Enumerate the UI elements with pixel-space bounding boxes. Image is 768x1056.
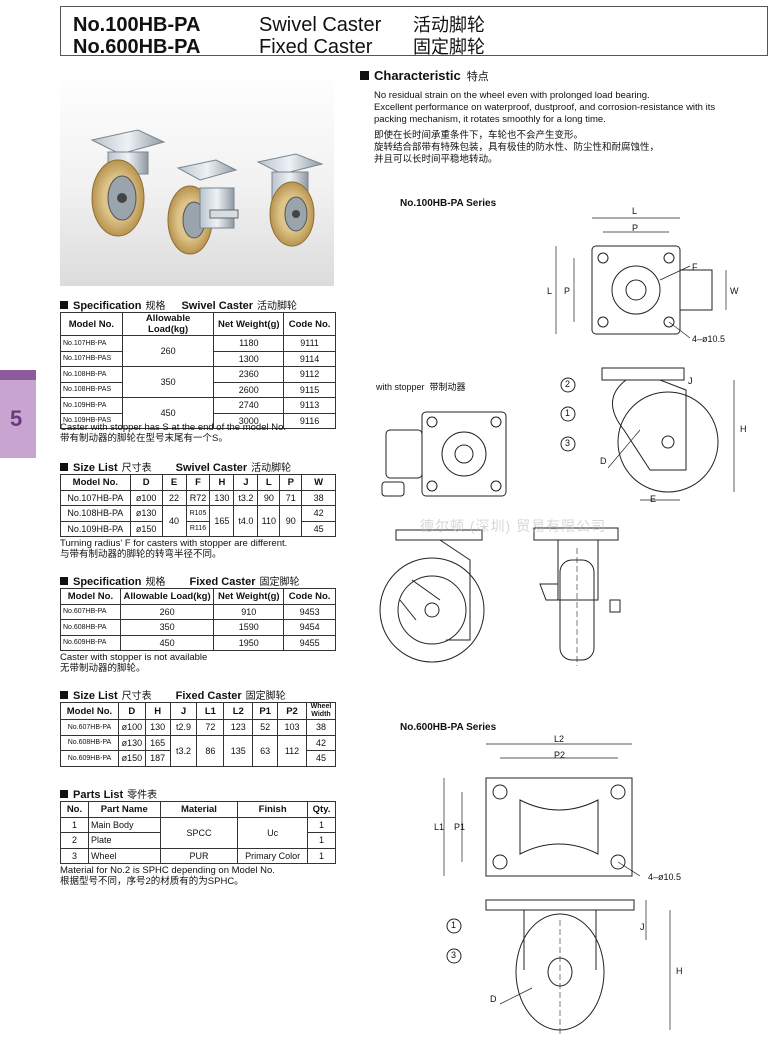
drawing-100-front-view xyxy=(533,527,621,666)
drawing-100-side-view xyxy=(560,367,735,501)
model-series-100: No.100HB-PA xyxy=(73,14,201,36)
dim-L1: L1 xyxy=(434,822,445,832)
dim-D: D xyxy=(600,456,607,466)
header-row-swivel: No.100HB-PA Swivel Caster 活动脚轮 xyxy=(73,11,485,37)
dim-J-600: J xyxy=(640,922,645,932)
caster-type-fixed-cn: 固定脚轮 xyxy=(413,37,485,57)
chapter-number: 5 xyxy=(10,406,23,431)
dim-H-600: H xyxy=(676,966,683,976)
dim-D-600: D xyxy=(490,994,497,1004)
header-row-fixed: No.600HB-PA Fixed Caster 固定脚轮 xyxy=(73,33,485,59)
dim-F: F xyxy=(692,262,698,272)
chapter-tab: 5 xyxy=(0,370,36,458)
series-600-label: No.600HB-PA Series xyxy=(400,722,497,733)
callout-1-600: 1 xyxy=(451,920,457,930)
spec-fixed-table: Model No.Allowable Load(kg) Net Weight(g… xyxy=(60,588,336,651)
size-swivel-note: Turning radius' F for casters with stopp… xyxy=(60,538,288,560)
bullet-square-icon xyxy=(60,790,68,798)
spec-swivel-table: Model No. Allowable Load(kg) Net Weight(… xyxy=(60,312,336,429)
dim-H: H xyxy=(740,424,747,434)
dim-P-vertical: P xyxy=(564,286,571,296)
dim-L: L xyxy=(632,206,638,216)
table-header-row: Model No. Allowable Load(kg) Net Weight(… xyxy=(60,312,336,336)
caster-photo-illustration xyxy=(90,129,324,255)
dim-E: E xyxy=(650,494,657,504)
dim-holes-600: 4–ø10.5 xyxy=(648,872,682,882)
caster-type-swivel-cn: 活动脚轮 xyxy=(413,15,485,35)
drawing-100-stopper-top-view xyxy=(381,411,507,497)
spec-swivel-note: Caster with stopper has S at the end of … xyxy=(60,422,287,444)
series-100-label: No.100HB-PA Series xyxy=(400,198,497,209)
dim-P: P xyxy=(632,223,639,233)
dim-L-vertical: L xyxy=(547,286,553,296)
callout-3-600: 3 xyxy=(451,950,457,960)
caster-type-fixed: Fixed Caster xyxy=(259,36,373,58)
product-photo xyxy=(60,70,334,286)
drawing-100-stopper-side-view xyxy=(379,529,485,663)
dim-holes-100: 4–ø10.5 xyxy=(692,334,726,344)
dim-J: J xyxy=(688,376,693,386)
bullet-square-icon xyxy=(60,577,68,585)
chapter-tab-bar xyxy=(0,370,36,380)
dim-P2: P2 xyxy=(554,750,566,760)
bullet-square-icon xyxy=(360,71,369,80)
callout-3: 3 xyxy=(565,438,571,448)
model-series-600: No.600HB-PA xyxy=(73,36,201,58)
callout-1: 1 xyxy=(565,408,571,418)
with-stopper-label: with stopper 带制动器 xyxy=(376,382,466,392)
table-header-row: Model No.Allowable Load(kg) Net Weight(g… xyxy=(60,588,336,605)
bullet-square-icon xyxy=(60,301,68,309)
dim-W: W xyxy=(730,286,739,296)
drawing-600-top-view xyxy=(443,743,641,877)
bullet-square-icon xyxy=(60,463,68,471)
caster-type-swivel: Swivel Caster xyxy=(259,14,382,36)
drawing-600-front-view xyxy=(446,899,671,1034)
parts-note: Material for No.2 is SPHC depending on M… xyxy=(60,865,275,887)
drawing-100-top-view xyxy=(555,217,727,339)
dim-L2: L2 xyxy=(554,734,565,744)
dim-P1: P1 xyxy=(454,822,466,832)
watermark: 德尔顿 (深圳) 贸易有限公司 xyxy=(420,518,607,534)
callout-2: 2 xyxy=(565,379,571,389)
bullet-square-icon xyxy=(60,691,68,699)
page-header: No.100HB-PA Swivel Caster 活动脚轮 No.600HB-… xyxy=(60,6,768,59)
